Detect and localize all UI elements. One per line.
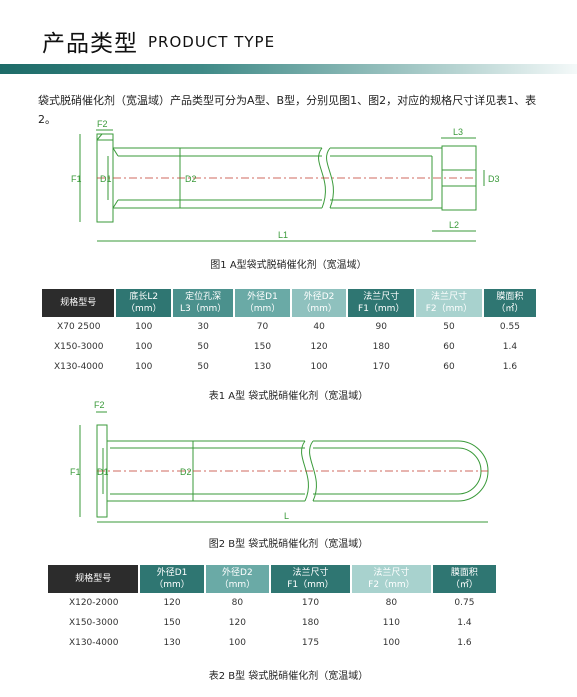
table-cell: 100 [382,638,400,648]
table-cell: 30 [197,322,209,332]
table-cell: 80 [385,598,398,608]
header-divider-bar [0,64,577,74]
table-cell: 100 [135,342,153,352]
figure-2-caption: 图2 B型 袋式脱硝催化剂（宽温域） [208,539,369,550]
fig2-label-d1: D1 [97,467,109,477]
table-row: X130-4000 100 50 130 100 170 60 1.6 [42,357,537,377]
table-cell: 120 [228,618,246,628]
fig1-label-d1: D1 [100,174,112,184]
table-cell: 180 [301,618,320,628]
table-cell: X120-2000 [68,598,119,608]
figure-1-caption: 图1 A型袋式脱硝催化剂（宽温域） [210,260,367,271]
table-cell: 130 [163,638,181,648]
table-cell: 130 [253,362,272,372]
table-2-caption: 表2 B型 袋式脱硝催化剂（宽温域） [208,671,369,682]
table-row: X150-3000 100 50 150 120 180 60 1.4 [42,337,537,357]
table-cell: X150-3000 [68,618,119,628]
fig2-label-f2: F2 [94,400,105,410]
table-cell: 50 [197,342,209,352]
table-cell: 150 [253,342,272,352]
table-cell: 60 [443,342,455,352]
table-cell: 110 [382,618,400,628]
fig2-label-d2: D2 [180,467,192,477]
table-cell: 120 [163,598,181,608]
t2-col-area: 膜面积（㎡） [431,565,499,593]
table-cell: 1.4 [457,618,472,628]
table-1-caption: 表1 A型 袋式脱硝催化剂（宽温域） [208,391,369,402]
table-cell: 175 [301,638,320,648]
table-cell: 50 [197,362,209,372]
t1-col-d2: 外径D2（mm） [290,289,349,317]
table-cell: 100 [310,362,328,372]
figure-1-diagram: F2 L3 F1 D1 D2 D3 L2 L1 [71,119,500,242]
table-cell: 50 [443,322,455,332]
table-cell: 90 [375,322,387,332]
fig2-label-f1: F1 [70,467,81,477]
page-title: 产品类型 [42,31,138,57]
t1-col-model: 规格型号 [42,289,117,317]
table-cell: 80 [231,598,244,608]
fig1-label-l3: L3 [453,127,463,137]
table-cell: 180 [372,342,390,352]
table-cell: 100 [135,322,153,332]
t1-col-area: 膜面积（㎡） [482,289,539,317]
table-cell: X130-4000 [68,638,119,648]
table-cell: 40 [313,322,325,332]
table-row: X130-4000 130 100 175 100 1.6 [48,633,497,653]
table-cell: 70 [256,322,269,332]
fig1-label-l1: L1 [278,230,288,240]
table-cell: 170 [372,362,390,372]
fig2-label-l: L [284,511,289,521]
fig1-label-l2: L2 [449,220,459,230]
t2-col-model: 规格型号 [48,565,141,593]
table-cell: 100 [228,638,246,648]
table-cell: 150 [163,618,181,628]
fig1-label-d3: D3 [488,174,500,184]
t2-col-d1: 外径D1（mm） [139,565,206,593]
page-header: 产品类型 PRODUCT TYPE [0,0,577,78]
table-cell: X150-3000 [53,342,104,352]
table-cell: X130-4000 [53,362,104,372]
table-cell: 1.6 [502,362,518,372]
table-cell: 1.4 [502,342,518,352]
table-cell: 1.6 [457,638,472,648]
fig1-label-f2: F2 [97,119,108,129]
intro-paragraph: 袋式脱硝催化剂（宽温域）产品类型可分为A型、B型，分别见图1、图2，对应的规格尺… [38,94,537,126]
page-title-en: PRODUCT TYPE [148,33,276,51]
table-row: X70 2500 100 30 70 40 90 50 0.55 [42,317,537,337]
t1-col-l2: 底长L2（mm） [115,289,174,317]
table-cell: 60 [443,362,455,372]
table-cell: X70 2500 [57,322,101,332]
fig1-label-d2: D2 [185,174,197,184]
table-cell: 170 [301,598,320,608]
table-row: X150-3000 150 120 180 110 1.4 [48,613,497,633]
figure-2-diagram: F2 F1 D1 D2 L [70,400,489,523]
table-cell: 0.55 [499,322,520,332]
table-cell: 120 [310,342,328,352]
t2-col-d2: 外径D2（mm） [204,565,272,593]
table-row: X120-2000 120 80 170 80 0.75 [48,593,497,613]
fig1-label-f1: F1 [71,174,82,184]
t1-col-d1: 外径D1（mm） [234,289,292,317]
table-cell: 100 [135,362,153,372]
table-cell: 0.75 [454,598,475,608]
